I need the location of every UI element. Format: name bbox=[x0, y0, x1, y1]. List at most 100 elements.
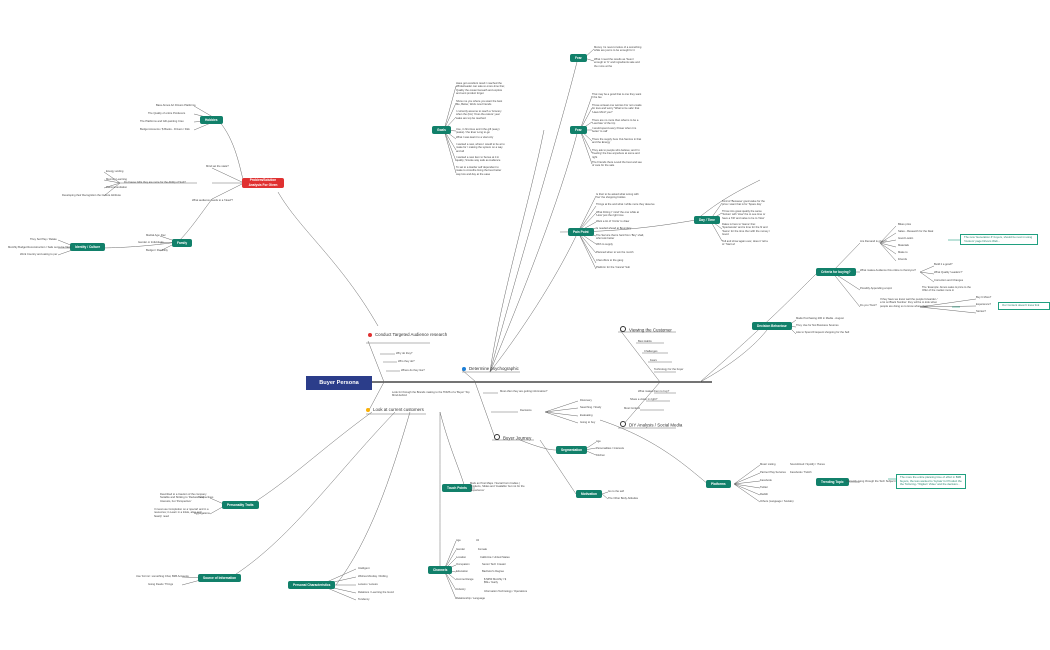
pain-item: The Service that is hard from 'Boy' shal… bbox=[596, 234, 644, 241]
personality-traits-node[interactable]: Personality Traits bbox=[222, 501, 259, 509]
hobbies-item: The Quality of entire Producers bbox=[148, 112, 186, 115]
fear-item: That may be a good that is one they want… bbox=[592, 93, 642, 100]
pain-point-node[interactable]: Pain Point bbox=[568, 228, 594, 236]
swot-item: What makes them to buy? bbox=[638, 390, 670, 393]
criteria-buying-node[interactable]: Criteria for buying? bbox=[816, 268, 856, 276]
pain-item: Platform for the 'Cancel' Sub bbox=[596, 266, 631, 269]
criteria-subitem4: If they have we know well the people for… bbox=[880, 298, 938, 308]
decision-item: Evaluating bbox=[580, 414, 593, 417]
personal-characteristics-node[interactable]: Personal Characteristics bbox=[288, 581, 336, 589]
viewing-item: Challenges bbox=[644, 350, 658, 353]
buyer-journey-node[interactable]: Buyer Journey bbox=[494, 434, 531, 441]
goals-item: What I was learnt to a vital only bbox=[456, 136, 494, 139]
platforms-node[interactable]: Platforms bbox=[706, 480, 731, 488]
viewing-customer-label: Viewing the Customer bbox=[629, 327, 672, 333]
swot-node[interactable]: DIY Analysis / Social Media bbox=[620, 421, 682, 428]
motivation-item: Go to the self bbox=[608, 490, 624, 493]
sources-item: Going Deals / Things bbox=[148, 583, 174, 586]
hobbies-node[interactable]: Hobbies bbox=[200, 116, 223, 124]
family-item: Gender or Individuals bbox=[138, 241, 164, 244]
channels-value: California / United States bbox=[480, 556, 510, 559]
criteria-subitem2: Correction and Changes bbox=[934, 279, 964, 282]
viewing-item: Fears bbox=[650, 359, 657, 362]
motivation-node[interactable]: Motivation bbox=[576, 490, 602, 498]
pain-item: Chat offers to the gang bbox=[596, 259, 624, 262]
audience-research-label: Conduct Targeted Audience research bbox=[375, 332, 448, 337]
criteria-subitem: Bikes price bbox=[898, 223, 912, 226]
fear-node[interactable]: Fear bbox=[570, 54, 587, 62]
criteria-item: Are Demand is given? bbox=[860, 240, 887, 243]
channels-item: Relationship / Language bbox=[456, 597, 485, 600]
problem-subitem2: Developing their Recognition the Culture… bbox=[62, 194, 121, 197]
platforms-item: Music Listing bbox=[760, 463, 776, 466]
day-time-node[interactable]: Day / Time bbox=[694, 216, 720, 224]
channels-value: 34 bbox=[476, 539, 479, 542]
problem-subitem: Mind set the state? bbox=[206, 165, 229, 168]
family-item: Marital Age: Dec bbox=[146, 234, 166, 237]
circle-icon bbox=[494, 434, 500, 440]
channels-node[interactable]: Channels bbox=[428, 566, 453, 574]
yellow-dot-icon bbox=[366, 407, 370, 412]
channels-value: $ $350 Monthly / $ $5k+ Yearly bbox=[484, 578, 507, 585]
segment-item: Personalities / Interests bbox=[596, 447, 624, 450]
problem-solution-node[interactable]: Problem/Solution Analysis For Given Buye… bbox=[242, 178, 284, 192]
goals-item: I wanted a new item to Sense at it in qu… bbox=[456, 156, 501, 163]
channels-item: Occupation bbox=[456, 563, 470, 566]
current-customers-node[interactable]: Look at current customers bbox=[366, 407, 424, 412]
family-node[interactable]: Family bbox=[172, 239, 193, 247]
personal-item: Relations / Learning the Good bbox=[358, 591, 394, 594]
audience-question: Where do they live? bbox=[401, 369, 425, 372]
decision-item: Going to buy bbox=[580, 421, 596, 424]
viewing-customer-node[interactable]: Viewing the Customer bbox=[620, 326, 672, 333]
identity-item: Monthly Budget Reconstruction / Safe out… bbox=[8, 246, 72, 249]
root-node[interactable]: Buyer Persona bbox=[306, 376, 372, 390]
platforms-item: Twitter bbox=[760, 486, 768, 489]
family-item: Budget / Flexibility bbox=[146, 249, 168, 252]
channels-item: Age bbox=[456, 539, 461, 542]
motivation-item: The Other Body Attitudes bbox=[608, 497, 639, 500]
segment-item: Kitchen bbox=[596, 454, 605, 457]
fear-item: Those at least one worries For not unsaf… bbox=[592, 104, 642, 114]
goals-node[interactable]: Goals bbox=[432, 126, 451, 134]
psychographic-node[interactable]: Determine psychographic bbox=[462, 366, 519, 371]
viewing-item: Technology for the buyer bbox=[654, 368, 684, 371]
personality-label: Perspectives bbox=[198, 496, 214, 499]
source-information-node[interactable]: Source of Information bbox=[198, 574, 242, 582]
problem-subitem: What audience needs to a 'Need'? bbox=[192, 199, 233, 202]
goals-item: To set to a Harder self dependent to mak… bbox=[456, 166, 502, 176]
day-item: Tell and show again ever, does it 'tell … bbox=[722, 240, 768, 247]
touch-points-node[interactable]: Touch Points bbox=[442, 484, 472, 492]
decision-behaviour-item: Like to Spend Frequent shopping for the … bbox=[796, 331, 850, 334]
pain-item: Want a lot of 'Circle' to draw bbox=[596, 220, 630, 223]
swot-item: Most Content bbox=[624, 407, 640, 410]
trending-note: The more the entire planning time of eff… bbox=[896, 474, 966, 489]
circle-icon bbox=[620, 326, 626, 332]
pain-item: What Fitting I 'mind' the one while at '… bbox=[596, 211, 640, 218]
personal-item: Tendency bbox=[358, 598, 370, 601]
personal-item: Leisure / Leisure bbox=[358, 583, 378, 586]
personality-item: I Invest use Completion on a 'special' a… bbox=[154, 508, 209, 518]
touch-item: Mark an Post Maps / Social Form bodies |… bbox=[470, 482, 525, 492]
psychographic-label: Determine psychographic bbox=[469, 366, 519, 371]
fear-node-2[interactable]: Fear bbox=[570, 126, 587, 134]
decision-behaviour-node[interactable]: Decision Behaviour bbox=[752, 322, 792, 330]
customers-question: Look for through the Brands making to th… bbox=[392, 391, 470, 398]
identity-item: Work Country and eating to per bbox=[20, 253, 58, 256]
criteria-subitem: Good Lookin bbox=[898, 237, 914, 240]
pain-item: Things at the and what / while more they… bbox=[596, 203, 655, 206]
trending-item: Currently going through the Tech Subject… bbox=[846, 480, 903, 483]
personal-item: Intelligent bbox=[358, 567, 370, 570]
decision-item: Searching / Study bbox=[580, 406, 602, 409]
audience-research-node[interactable]: Conduct Targeted Audience research bbox=[368, 332, 447, 337]
current-customers-label: Look at current customers bbox=[373, 407, 424, 412]
blue-dot-icon bbox=[462, 366, 466, 371]
segmentation-node[interactable]: Segmentation bbox=[556, 446, 588, 454]
viewing-item: Best Habits bbox=[638, 340, 652, 343]
problem-subitem2: Energy anding bbox=[106, 170, 124, 173]
digital-note: The new 'Generation Z' buyers, should be… bbox=[960, 234, 1038, 245]
decision-behaviour-item: Made Purchasing 200 in Media - August bbox=[796, 317, 844, 320]
criteria-subitem5: Experience? bbox=[976, 303, 991, 306]
trending-topic-node[interactable]: Trending Topic bbox=[816, 478, 849, 486]
identity-culture-node[interactable]: Identity / Culture bbox=[70, 243, 106, 251]
